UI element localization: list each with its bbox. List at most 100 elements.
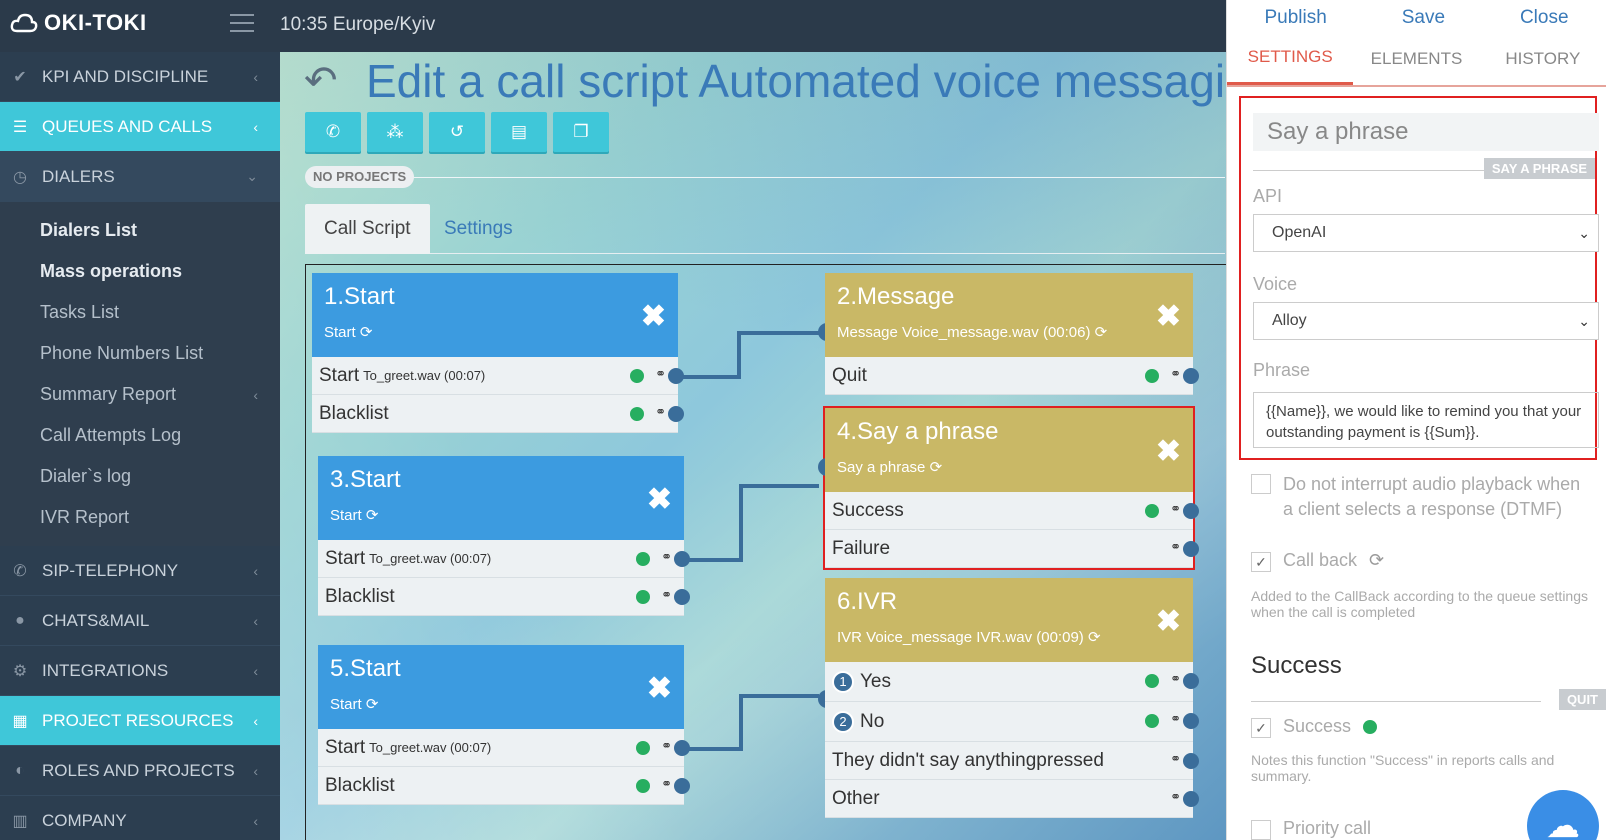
node-4-say-phrase[interactable]: 4.Say a phrase Say a phrase ⟳ ✖ Success⚭… [818, 406, 1199, 570]
toolbar: ✆ ⁂ ↺ ▤ ❐ [305, 112, 609, 152]
link-icon[interactable]: ⚭ [1170, 789, 1181, 804]
close-icon[interactable]: ✖ [646, 672, 672, 705]
projects-badge[interactable]: NO PROJECTS [305, 166, 415, 188]
link-icon[interactable]: ⚭ [661, 738, 672, 753]
output-port[interactable] [1183, 503, 1199, 519]
output-port[interactable] [1183, 673, 1199, 689]
gears-icon: ⚙ [12, 662, 28, 680]
publish-button[interactable]: Publish [1264, 7, 1327, 28]
close-button[interactable]: Close [1519, 7, 1569, 28]
refresh-icon[interactable]: ⟳ [365, 507, 379, 524]
sidebar-item-kpi[interactable]: ✔KPI AND DISCIPLINE‹ [0, 52, 280, 102]
close-icon[interactable]: ✖ [1155, 435, 1181, 468]
menu-toggle-icon[interactable] [230, 14, 254, 32]
output-port[interactable] [1183, 753, 1199, 769]
document-button[interactable]: ▤ [491, 112, 547, 152]
output-port[interactable] [668, 368, 684, 384]
sidebar-item-dialers[interactable]: ◷DIALERS⌄ [0, 152, 280, 202]
link-icon[interactable]: ⚭ [661, 776, 672, 791]
refresh-icon[interactable]: ⟳ [1087, 629, 1101, 646]
output-port[interactable] [668, 406, 684, 422]
voice-label: Voice [1253, 274, 1298, 294]
share-button[interactable]: ⁂ [367, 112, 423, 152]
close-icon[interactable]: ✖ [646, 483, 672, 516]
submenu-call-attempts[interactable]: Call Attempts Log [40, 425, 182, 445]
refresh-icon[interactable]: ⟳ [929, 459, 943, 476]
call-back-option[interactable]: ✓ Call back ⟳ [1251, 550, 1384, 572]
output-port[interactable] [1183, 713, 1199, 729]
refresh-icon[interactable]: ⟳ [365, 696, 379, 713]
tab-settings[interactable]: SETTINGS [1227, 32, 1354, 85]
element-name-input[interactable]: Say a phrase [1253, 113, 1599, 151]
submenu-phone-numbers[interactable]: Phone Numbers List [40, 343, 204, 363]
sidebar-item-sip[interactable]: ✆SIP-TELEPHONY‹ [0, 546, 280, 596]
close-icon[interactable]: ✖ [1155, 300, 1181, 333]
submenu-dialers-list[interactable]: Dialers List [40, 220, 138, 240]
output-port[interactable] [674, 778, 690, 794]
phrase-textarea[interactable]: {{Name}}, we would like to remind you th… [1253, 392, 1599, 448]
link-icon[interactable]: ⚭ [1170, 366, 1181, 381]
link-icon[interactable]: ⚭ [1170, 751, 1181, 766]
output-port[interactable] [1183, 791, 1199, 807]
link-icon[interactable]: ⚭ [1170, 501, 1181, 516]
logo[interactable]: OKI-TOKI [10, 10, 147, 36]
refresh-icon[interactable]: ⟳ [359, 324, 373, 341]
divider [1251, 701, 1541, 702]
history-button[interactable]: ↺ [429, 112, 485, 152]
tab-history[interactable]: HISTORY [1505, 48, 1581, 68]
output-port[interactable] [1183, 368, 1199, 384]
tab-elements[interactable]: ELEMENTS [1370, 48, 1463, 68]
api-select[interactable]: OpenAI⌄ [1253, 214, 1599, 252]
chevron-left-icon: ‹ [253, 712, 258, 729]
link-icon[interactable]: ⚭ [1170, 711, 1181, 726]
link-icon[interactable]: ⚭ [655, 404, 666, 419]
node-6-ivr[interactable]: 6.IVR IVR Voice_message IVR.wav (00:09) … [818, 578, 1199, 818]
success-checkbox[interactable]: ✓ [1251, 718, 1271, 738]
link-icon[interactable]: ⚭ [1170, 539, 1181, 554]
chevron-left-icon: ‹ [253, 68, 258, 85]
sidebar-item-project-resources[interactable]: ▦PROJECT RESOURCES‹ [0, 696, 280, 746]
output-port[interactable] [674, 740, 690, 756]
phone-button[interactable]: ✆ [305, 112, 361, 152]
tab-settings[interactable]: Settings [444, 218, 513, 239]
close-icon[interactable]: ✖ [640, 300, 666, 333]
sidebar-item-company[interactable]: ▥COMPANY‹ [0, 796, 280, 840]
back-arrow-icon[interactable]: ↶ [304, 59, 338, 103]
sidebar-item-chats[interactable]: ●CHATS&MAIL‹ [0, 596, 280, 646]
link-icon[interactable]: ⚭ [655, 366, 666, 381]
no-interrupt-checkbox[interactable] [1251, 474, 1271, 494]
sidebar-item-queues[interactable]: ☰QUEUES AND CALLS‹ [0, 102, 280, 152]
success-option[interactable]: ✓ Success [1251, 716, 1378, 738]
link-icon[interactable]: ⚭ [661, 587, 672, 602]
link-icon[interactable]: ⚭ [1170, 671, 1181, 686]
chat-widget-button[interactable]: ☁ [1527, 790, 1599, 840]
copy-button[interactable]: ❐ [553, 112, 609, 152]
output-port[interactable] [674, 589, 690, 605]
refresh-icon[interactable]: ⟳ [1369, 550, 1385, 570]
refresh-icon[interactable]: ⟳ [1094, 324, 1108, 341]
no-interrupt-option[interactable]: Do not interrupt audio playback when a c… [1251, 472, 1591, 522]
submenu-dialer-log[interactable]: Dialer`s log [40, 466, 132, 486]
voice-select[interactable]: Alloy⌄ [1253, 302, 1599, 340]
submenu-mass-operations[interactable]: Mass operations [40, 261, 183, 281]
sidebar-item-integrations[interactable]: ⚙INTEGRATIONS‹ [0, 646, 280, 696]
output-port[interactable] [1183, 541, 1199, 557]
priority-checkbox[interactable] [1251, 820, 1271, 840]
call-back-checkbox[interactable]: ✓ [1251, 552, 1271, 572]
link-icon[interactable]: ⚭ [661, 549, 672, 564]
submenu-summary-report[interactable]: Summary Report‹ [40, 384, 258, 404]
node-2-message[interactable]: 2.Message Message Voice_message.wav (00:… [818, 273, 1199, 395]
tab-call-script[interactable]: Call Script [305, 204, 430, 254]
sidebar-item-roles[interactable]: ◐ROLES AND PROJECTS‹ [0, 746, 280, 796]
save-button[interactable]: Save [1401, 7, 1446, 28]
output-port[interactable] [674, 551, 690, 567]
submenu-tasks-list[interactable]: Tasks List [40, 302, 120, 322]
phone-icon: ✆ [13, 562, 27, 580]
close-icon[interactable]: ✖ [1155, 605, 1181, 638]
priority-option[interactable]: Priority call [1251, 818, 1371, 840]
submenu-ivr-report[interactable]: IVR Report [40, 507, 130, 527]
